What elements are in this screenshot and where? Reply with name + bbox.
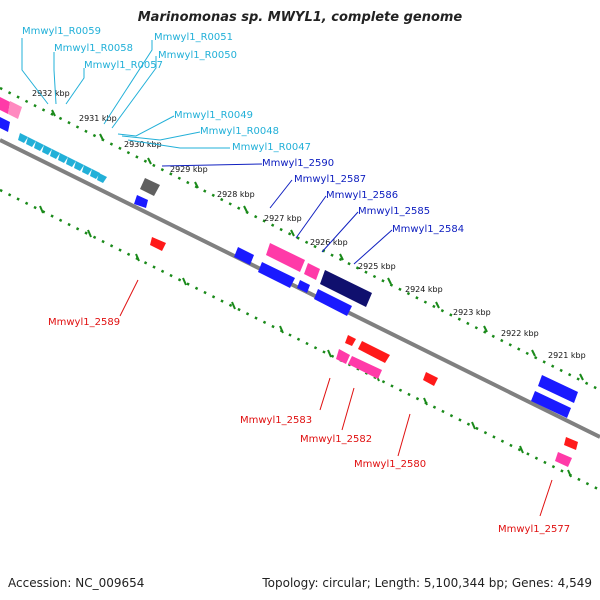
- upper-major-ticks: [51, 109, 584, 381]
- rna-label: Mmwyl1_R0049: [174, 110, 253, 121]
- topology-label: Topology: circular; Length: 5,100,344 bp…: [262, 576, 592, 590]
- gene-blue: [297, 280, 310, 293]
- gene-blue: [314, 289, 352, 316]
- gene-label: Mmwyl1_2587: [294, 174, 366, 185]
- kbp-label: 2929 kbp: [170, 165, 208, 174]
- gene-label: Mmwyl1_2586: [326, 190, 398, 201]
- rna-leader-lines: [21, 38, 230, 149]
- gene-pink: [304, 263, 320, 280]
- gene-blue: [531, 391, 571, 418]
- rna-label: Mmwyl1_R0058: [54, 43, 133, 54]
- gene-pink: [266, 243, 305, 272]
- gene-gray: [140, 178, 160, 196]
- map-title: Marinomonas sp. MWYL1, complete genome: [137, 10, 463, 25]
- upper-gene-leader-lines: [161, 163, 393, 265]
- gene-red: [564, 437, 578, 450]
- gene-pink: [555, 452, 572, 467]
- gene-blue: [0, 117, 10, 132]
- kbp-label: 2930 kbp: [124, 140, 162, 149]
- gene-blue: [134, 195, 148, 208]
- kbp-label: 2925 kbp: [358, 262, 396, 271]
- accession-label: Accession: NC_009654: [8, 576, 145, 590]
- gene-label: Mmwyl1_2584: [392, 224, 464, 235]
- lower-gene-leader-lines: [119, 279, 553, 517]
- kbp-labels: 2932 kbp 2931 kbp 2930 kbp 2929 kbp 2928…: [32, 89, 586, 360]
- kbp-label: 2926 kbp: [310, 238, 348, 247]
- rna-label: Mmwyl1_R0047: [232, 142, 311, 153]
- gene-pink: [0, 97, 10, 114]
- kbp-label: 2927 kbp: [264, 214, 302, 223]
- gene-pink: [348, 356, 382, 379]
- gene-pink: [336, 349, 350, 364]
- gene-red: [345, 335, 356, 346]
- kbp-label: 2928 kbp: [217, 190, 255, 199]
- gene-label: Mmwyl1_2577: [498, 524, 570, 535]
- rna-label: Mmwyl1_R0048: [200, 126, 279, 137]
- gene-navy: [320, 270, 372, 307]
- gene-label: Mmwyl1_2590: [262, 158, 334, 169]
- gene-blue: [258, 262, 295, 288]
- rna-label: Mmwyl1_R0050: [158, 50, 237, 61]
- gene-red: [150, 237, 166, 251]
- gene-label: Mmwyl1_2583: [240, 415, 312, 426]
- rna-features: [18, 133, 107, 183]
- rna-label: Mmwyl1_R0057: [84, 60, 163, 71]
- gene-blue: [538, 375, 578, 403]
- kbp-label: 2921 kbp: [548, 351, 586, 360]
- gene-label: Mmwyl1_2580: [354, 459, 426, 470]
- gene-red: [423, 372, 438, 386]
- rna-label: Mmwyl1_R0051: [154, 32, 233, 43]
- gene-pink: [8, 101, 22, 119]
- kbp-label: 2923 kbp: [453, 308, 491, 317]
- gene-label: Mmwyl1_2582: [300, 434, 372, 445]
- gene-red: [358, 341, 390, 363]
- rna-label: Mmwyl1_R0059: [22, 26, 101, 37]
- gene-label: Mmwyl1_2589: [48, 317, 120, 328]
- kbp-label: 2924 kbp: [405, 285, 443, 294]
- upper-ruler: [0, 86, 600, 392]
- kbp-label: 2931 kbp: [79, 114, 117, 123]
- gene-blue: [234, 247, 254, 265]
- gene-label: Mmwyl1_2585: [358, 206, 430, 217]
- kbp-label: 2922 kbp: [501, 329, 539, 338]
- kbp-label: 2932 kbp: [32, 89, 70, 98]
